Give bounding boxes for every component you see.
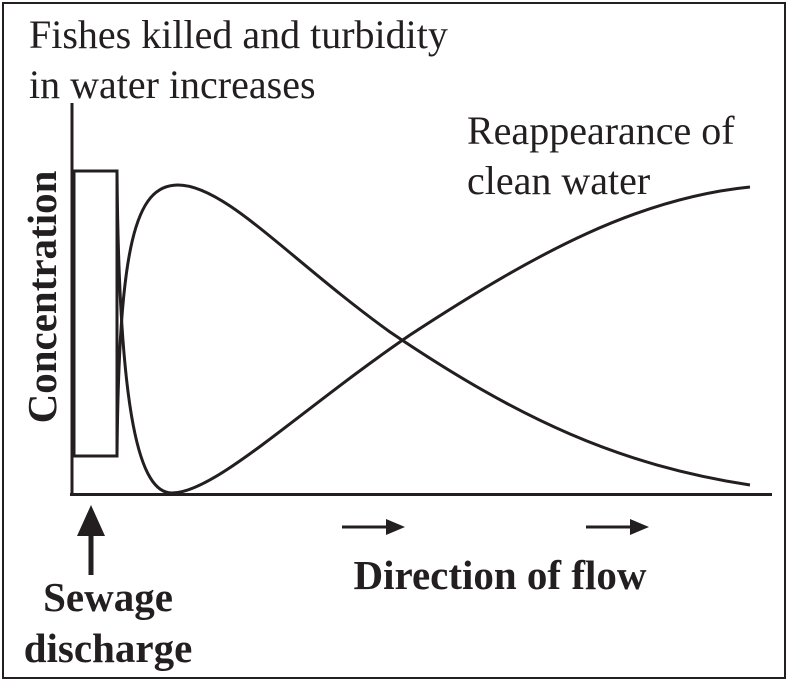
annotation-clean-water-line1: Reappearance of xyxy=(467,108,735,153)
annotation-fish-killed-line2: in water increases xyxy=(29,62,316,107)
flow-arrow-icon-2 xyxy=(586,519,649,535)
sewage-label-line1: Sewage xyxy=(43,574,173,620)
annotation-fish-killed-line1: Fishes killed and turbidity xyxy=(29,12,448,57)
flow-arrow-icon-1 xyxy=(342,519,405,535)
flow-direction-label: Direction of flow xyxy=(353,552,646,598)
pollution-curve xyxy=(115,183,751,487)
clean-water-curve xyxy=(115,170,751,495)
sewage-discharge-box xyxy=(72,169,119,458)
y-axis-label: Concentration xyxy=(19,170,65,423)
sewage-label-line2: discharge xyxy=(24,625,193,671)
sewage-arrow-icon xyxy=(77,505,105,575)
annotation-clean-water-line2: clean water xyxy=(467,158,650,203)
